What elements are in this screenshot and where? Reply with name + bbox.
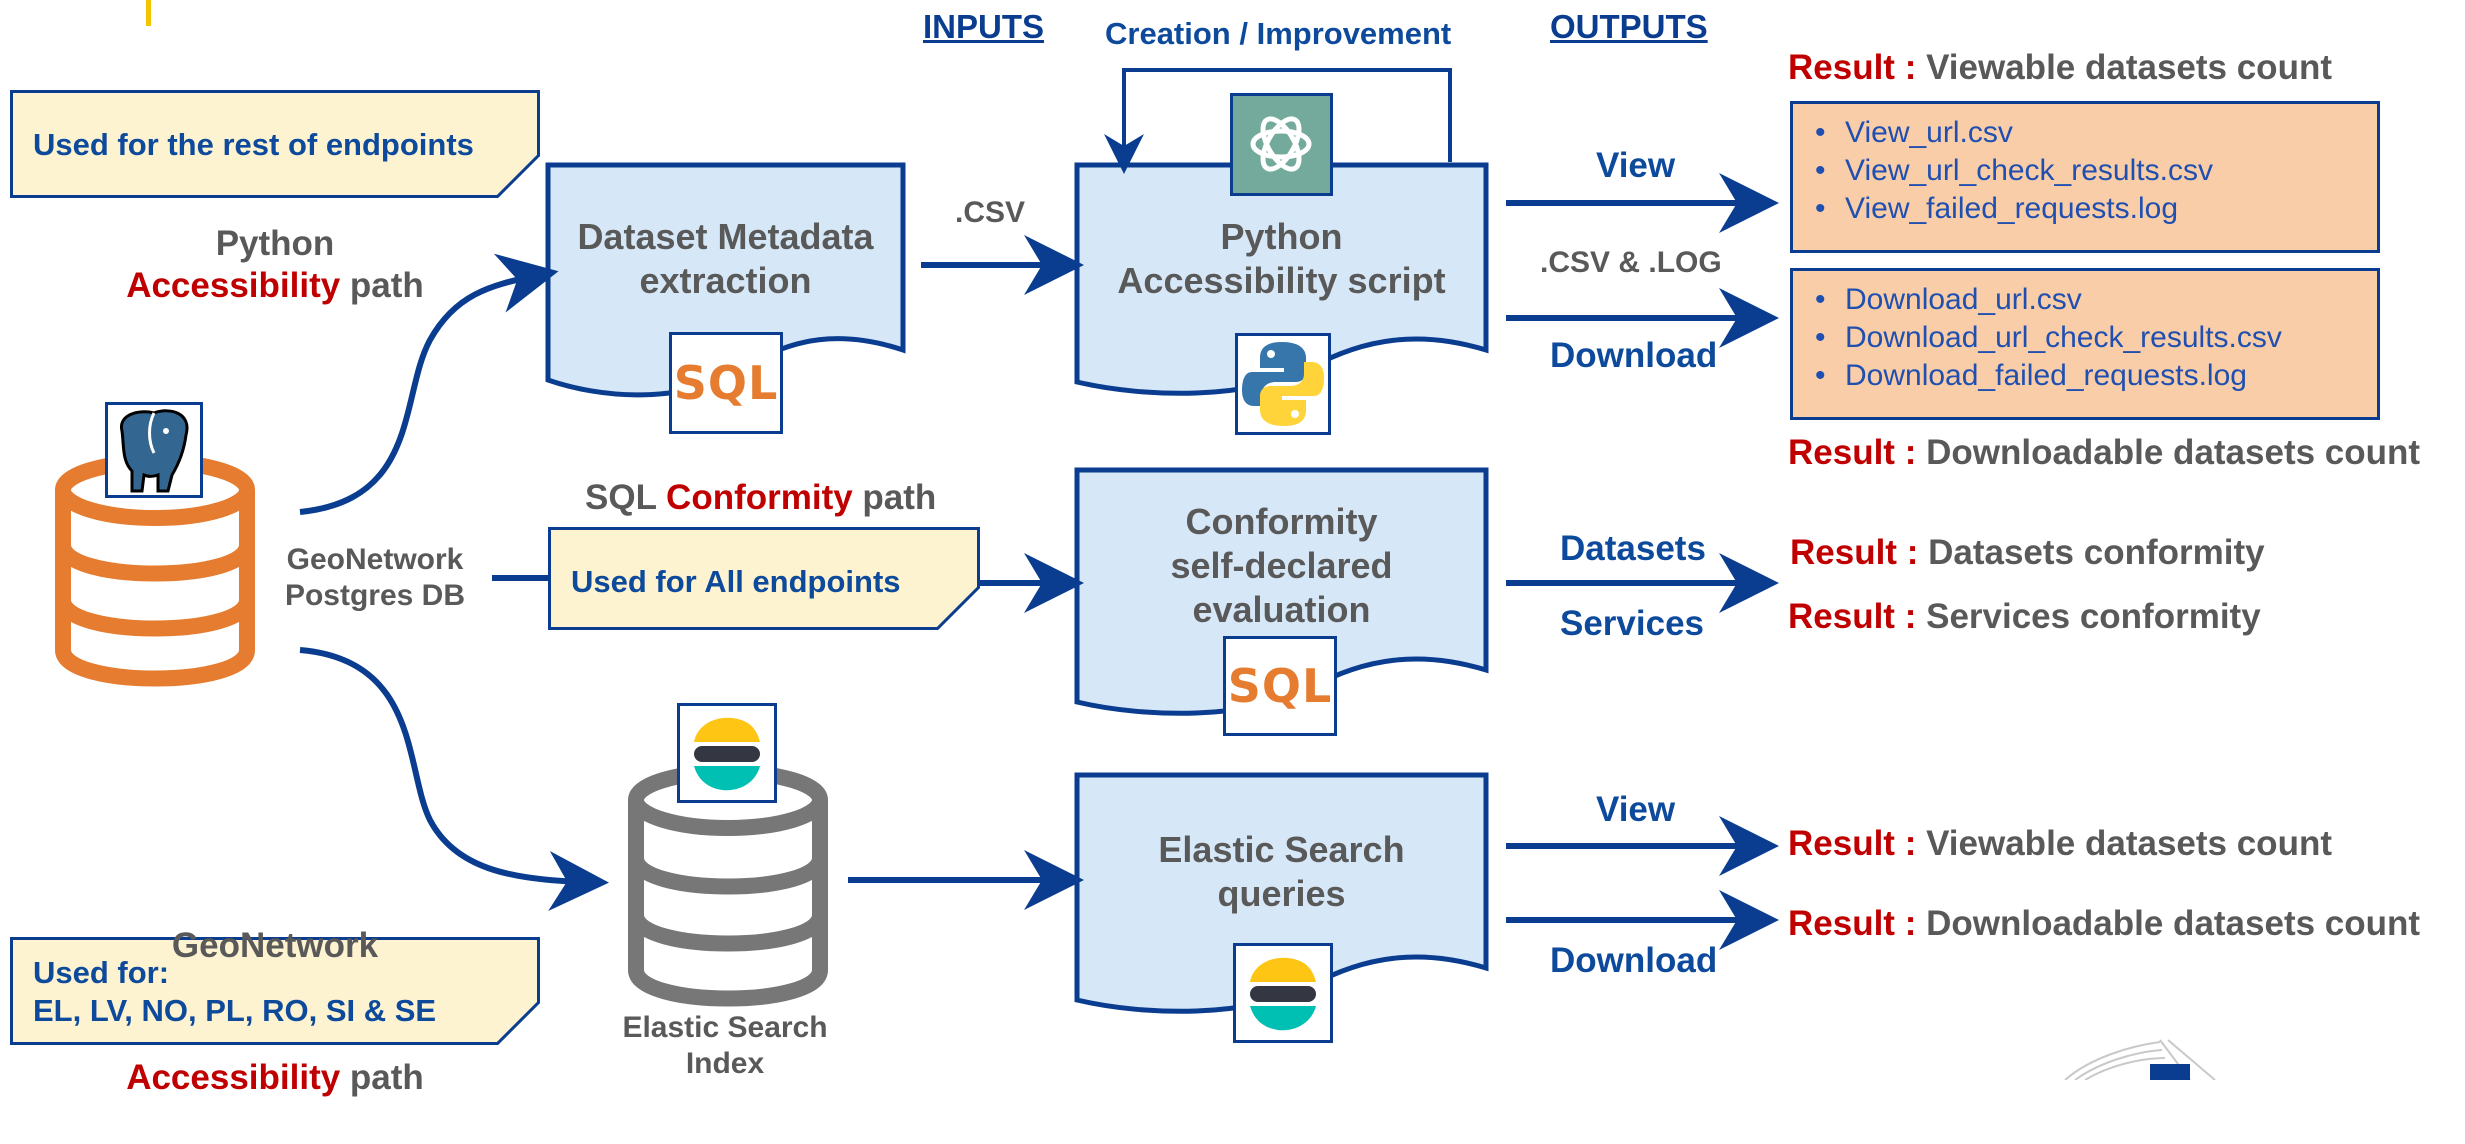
process-python-line2: Accessibility script — [1117, 260, 1446, 301]
process-metadata-line1: Dataset Metadata — [577, 216, 874, 257]
sql-conformity-path-label: SQL Conformity path — [585, 478, 936, 518]
creation-improvement-label: Creation / Improvement — [1105, 16, 1452, 51]
list-item: Download_failed_requests.log — [1815, 357, 2377, 395]
postgres-label-line1: GeoNetwork — [286, 543, 464, 576]
process-conformity-label: Conformity self-declared evaluation — [1077, 500, 1486, 632]
result-key: Result : — [1788, 824, 1917, 863]
postgres-db-icon — [55, 454, 255, 687]
sql-path-suffix: path — [852, 478, 937, 517]
process-elastic-line2: queries — [1217, 873, 1346, 914]
result-value: Datasets conformity — [1928, 533, 2265, 572]
process-metadata-line2: extraction — [639, 260, 812, 301]
edge-view-label: View — [1596, 146, 1676, 185]
edge-datasets-label: Datasets — [1560, 529, 1706, 568]
connector-db-to-elastic-index — [299, 647, 609, 912]
chatgpt-icon — [1230, 93, 1333, 196]
list-item: Download_url_check_results.csv — [1815, 319, 2377, 357]
geonetwork-path-suffix: path — [340, 1058, 424, 1097]
result-key: Result : — [1788, 904, 1917, 943]
elastic-index-label-line2: Index — [685, 1047, 765, 1080]
note-rest-endpoints: Used for the rest of endpoints — [10, 90, 540, 198]
result-key: Result : — [1788, 433, 1917, 472]
python-path-accessibility: Accessibility — [126, 266, 341, 305]
note-used-for-countries: Used for: EL, LV, NO, PL, RO, SI & SE — [10, 937, 540, 1045]
result-value: Services conformity — [1926, 597, 2261, 636]
sql-icon: SQL — [669, 332, 783, 434]
outputs-header: OUTPUTS — [1550, 8, 1708, 45]
note-used-for-title: Used for: — [33, 955, 170, 990]
download-files-list: Download_url.csv Download_url_check_resu… — [1793, 271, 2377, 395]
note-fold-corner — [496, 1001, 540, 1045]
process-elastic-label: Elastic Search queries — [1077, 828, 1486, 916]
process-conformity-line1: Conformity — [1185, 501, 1378, 542]
postgres-db-label: GeoNetwork Postgres DB — [265, 542, 485, 614]
sql-icon: SQL — [1223, 636, 1337, 736]
geonetwork-path-accessibility: Accessibility — [126, 1058, 341, 1097]
download-files-box: Download_url.csv Download_url_check_resu… — [1790, 268, 2380, 420]
python-path-title: Python — [215, 224, 335, 263]
inputs-header: INPUTS — [923, 8, 1045, 45]
result-datasets-conformity: Result : Datasets conformity — [1790, 533, 2265, 573]
note-used-for-countries-text: EL, LV, NO, PL, RO, SI & SE — [33, 993, 437, 1028]
process-python-line1: Python — [1220, 216, 1343, 257]
elastic-index-db-icon — [628, 764, 828, 1007]
edge-services-label: Services — [1560, 604, 1705, 643]
elastic-index-label: Elastic Search Index — [590, 1010, 860, 1082]
elastic-logo-icon — [1233, 943, 1333, 1043]
view-files-list: View_url.csv View_url_check_results.csv … — [1793, 104, 2377, 228]
geonetwork-path-title: GeoNetwork — [171, 926, 379, 965]
postgres-elephant-icon — [105, 402, 203, 498]
edge-download-label: Download — [1550, 941, 1718, 980]
sql-icon-text: SQL — [673, 356, 779, 410]
process-conformity-line2: self-declared — [1170, 545, 1393, 586]
list-item: Download_url.csv — [1815, 281, 2377, 319]
feedback-loop — [1104, 68, 1452, 174]
process-conformity-line3: evaluation — [1192, 589, 1371, 630]
sql-path-prefix: SQL — [585, 478, 667, 517]
accent-bar — [146, 0, 151, 26]
result-key: Result : — [1788, 597, 1917, 636]
edge-csv-log-label: .CSV & .LOG — [1540, 246, 1722, 279]
python-logo-icon — [1235, 333, 1331, 435]
result-downloadable-2: Result : Downloadable datasets count — [1788, 904, 2420, 944]
list-item: View_failed_requests.log — [1815, 190, 2377, 228]
list-item: View_url_check_results.csv — [1815, 152, 2377, 190]
note-fold-corner — [496, 154, 540, 198]
process-metadata-label: Dataset Metadata extraction — [548, 215, 903, 303]
geonetwork-accessibility-path-label: GeoNetwork Accessibility path — [70, 836, 480, 1144]
connector-db-to-metadata — [299, 253, 559, 515]
result-value: Downloadable datasets count — [1926, 433, 2421, 472]
process-python-label: Python Accessibility script — [1077, 215, 1486, 303]
python-accessibility-path-label: Python Accessibility path — [100, 223, 450, 307]
sql-icon-text: SQL — [1227, 659, 1333, 713]
postgres-label-line2: Postgres DB — [284, 579, 466, 612]
elastic-logo-icon — [677, 703, 777, 803]
process-elastic-line1: Elastic Search — [1158, 829, 1405, 870]
note-all-text: Used for All endpoints — [571, 564, 901, 599]
result-services-conformity: Result : Services conformity — [1788, 597, 2261, 637]
result-key: Result : — [1790, 533, 1919, 572]
ec-logo-flag — [2150, 1064, 2190, 1080]
edge-view-label: View — [1596, 790, 1676, 829]
note-fold-corner — [936, 586, 980, 630]
result-key: Result : — [1788, 48, 1917, 87]
edge-csv-label: .CSV — [955, 196, 1026, 229]
result-value: Downloadable datasets count — [1926, 904, 2421, 943]
list-item: View_url.csv — [1815, 114, 2377, 152]
result-value: Viewable datasets count — [1926, 48, 2332, 87]
result-value: Viewable datasets count — [1926, 824, 2332, 863]
note-rest-text: Used for the rest of endpoints — [33, 127, 474, 162]
elastic-index-label-line1: Elastic Search — [622, 1011, 828, 1044]
sql-path-conformity: Conformity — [666, 478, 853, 517]
view-files-box: View_url.csv View_url_check_results.csv … — [1790, 101, 2380, 253]
result-viewable-1: Result : Viewable datasets count — [1788, 48, 2332, 88]
note-all-endpoints: Used for All endpoints — [548, 527, 980, 630]
edge-download-label: Download — [1550, 336, 1718, 375]
ec-logo-fragment — [2064, 1039, 2216, 1080]
result-viewable-2: Result : Viewable datasets count — [1788, 824, 2332, 864]
result-downloadable-1: Result : Downloadable datasets count — [1788, 433, 2420, 473]
python-path-suffix: path — [340, 266, 424, 305]
